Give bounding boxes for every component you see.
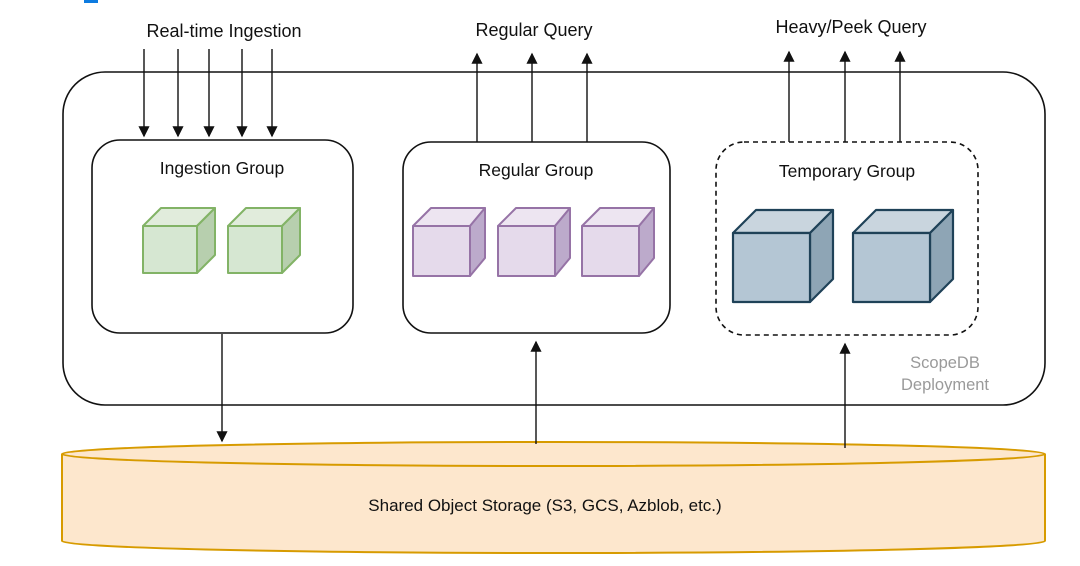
regular-query-label: Regular Query <box>475 20 593 40</box>
regular-query-arrows <box>471 52 593 142</box>
regular-node-cube <box>412 207 486 277</box>
regular-node-cube <box>581 207 655 277</box>
regular-node-cube <box>497 207 571 277</box>
heavy-peek-query-label: Heavy/Peek Query <box>775 17 927 37</box>
deployment-label: ScopeDB Deployment <box>901 352 989 396</box>
ingestion-node-cube <box>142 207 216 274</box>
ingestion-node-cube <box>227 207 301 274</box>
realtime-ingestion-label: Real-time Ingestion <box>146 21 302 41</box>
storage-cylinder-lip <box>61 453 1046 467</box>
storage-label: Shared Object Storage (S3, GCS, Azblob, … <box>368 496 722 515</box>
ingestion-group-title: Ingestion Group <box>159 158 285 178</box>
heavy-peek-query-arrows <box>783 50 906 142</box>
top-blue-fragment <box>84 0 98 3</box>
storage-cylinder <box>61 441 1046 554</box>
deployment-label-line1: ScopeDB <box>910 354 980 372</box>
temporary-group-title: Temporary Group <box>778 161 916 181</box>
temporary-node-cube <box>851 208 955 304</box>
deployment-label-line2: Deployment <box>900 376 990 394</box>
ingestion-group-box <box>91 139 354 334</box>
temporary-node-cube <box>731 208 835 304</box>
ingestion-inbound-arrows <box>138 49 278 138</box>
regular-group-title: Regular Group <box>478 160 594 180</box>
